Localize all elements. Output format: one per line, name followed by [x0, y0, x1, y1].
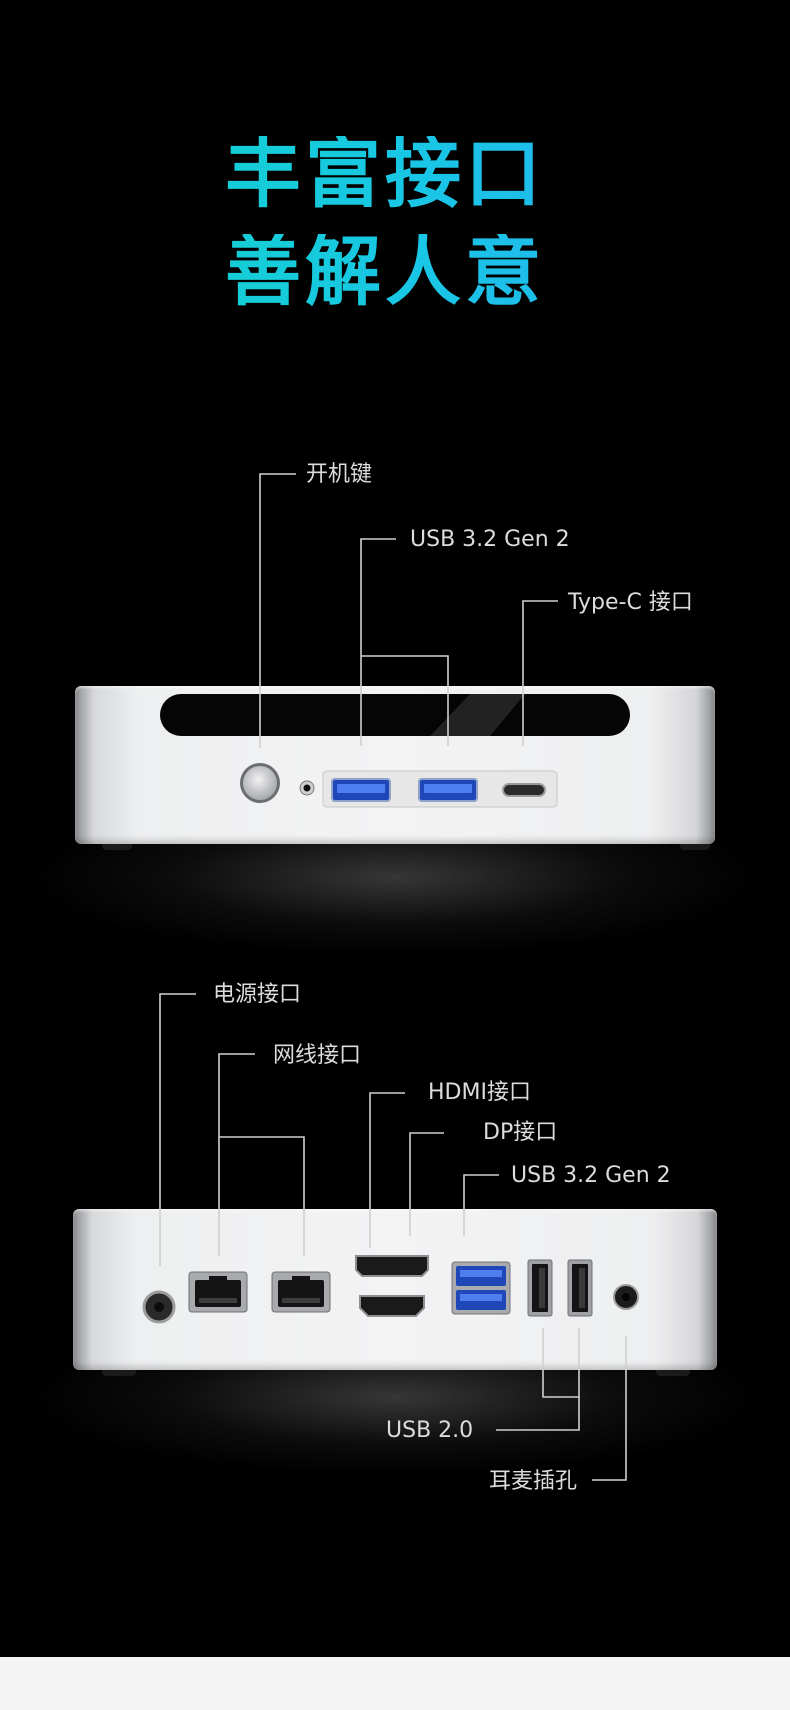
product-poster: 丰富接口 善解人意: [0, 0, 790, 1657]
front-slot-reflection: [430, 694, 525, 736]
label-dp: DP接口: [483, 1120, 558, 1145]
rear-foot-right: [656, 1368, 690, 1376]
label-power-button: 开机键: [306, 462, 373, 487]
label-audio-jack: 耳麦插孔: [489, 1469, 578, 1494]
front-callout-lines: [259, 473, 558, 748]
front-floor-glow: [0, 820, 790, 1010]
status-led-core: [303, 784, 311, 792]
front-device-details: [240, 473, 558, 808]
label-usb20: USB 2.0: [386, 1418, 474, 1443]
rear-callout-lines: [159, 993, 627, 1481]
rear-ethernet-port-1[interactable]: [188, 1271, 248, 1313]
rear-dp-port[interactable]: [355, 1255, 429, 1277]
label-type-c: Type-C 接口: [568, 590, 693, 615]
label-ethernet: 网线接口: [273, 1043, 362, 1068]
rear-audio-jack-hole: [622, 1293, 630, 1301]
headline-line-1: 丰富接口: [0, 136, 770, 212]
rear-device-details: [142, 993, 639, 1481]
rear-hdmi-port[interactable]: [359, 1295, 425, 1317]
front-foot-right: [680, 842, 710, 850]
rear-foot-left: [102, 1368, 136, 1376]
rear-usb20-port-1[interactable]: [527, 1259, 553, 1317]
front-type-c-port[interactable]: [502, 783, 546, 797]
front-foot-left: [102, 842, 132, 850]
rear-power-port-pin: [154, 1302, 164, 1312]
front-usb32-port-2-tongue: [424, 784, 472, 793]
label-power-port: 电源接口: [213, 982, 302, 1007]
power-button-face: [243, 766, 277, 800]
rear-ethernet-port-2[interactable]: [271, 1271, 331, 1313]
label-front-usb32: USB 3.2 Gen 2: [410, 527, 570, 552]
rear-chassis: [73, 1209, 717, 1370]
rear-usb32-port-stack[interactable]: [451, 1261, 511, 1315]
label-rear-usb32: USB 3.2 Gen 2: [511, 1163, 671, 1188]
front-usb32-port-1-tongue: [337, 784, 385, 793]
rear-usb20-port-2[interactable]: [567, 1259, 593, 1317]
headline-line-2: 善解人意: [0, 234, 770, 310]
label-hdmi: HDMI接口: [428, 1080, 531, 1105]
